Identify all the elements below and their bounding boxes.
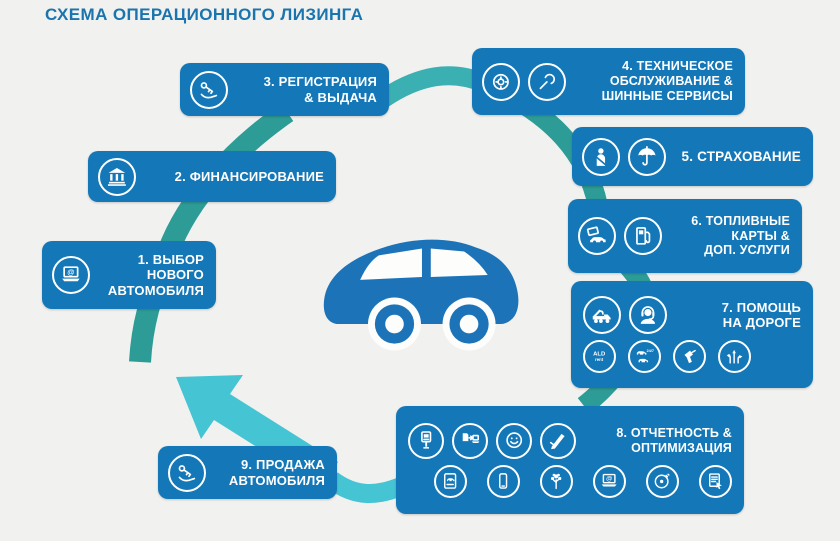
svg-text:24/7: 24/7 [647,349,654,353]
step-5-label: 5. СТРАХОВАНИЕ [681,148,801,164]
step-8-card: 8. ОТЧЕТНОСТЬ & ОПТИМИЗАЦИЯ @ [396,406,744,514]
step-9-icons [168,453,206,492]
svg-text:@: @ [606,475,612,482]
key-handover-icon [190,70,228,109]
wrench-icon [528,62,566,101]
step-2-label: 2. ФИНАНСИРОВАНИЕ [174,168,324,184]
svg-text:rent: rent [596,358,605,363]
step-5-icons [582,137,666,176]
step-8-label: 8. ОТЧЕТНОСТЬ & ОПТИМИЗАЦИЯ [616,425,732,455]
step-3-icons [190,70,228,109]
tire-icon [482,62,520,101]
svg-text:@: @ [67,267,74,276]
step-9-label: 9. ПРОДАЖА АВТОМОБИЛЯ [228,457,325,488]
doc-transfer-icon [452,422,488,459]
fuel-pump-icon [624,217,662,255]
doc-cursor-icon [699,464,732,498]
step-6-icons [578,217,662,255]
fuel-card-car-icon [578,217,616,255]
umbrella-icon [628,137,666,176]
car-icon [323,239,519,351]
step-4-icons [482,62,566,101]
step-4-label: 4. ТЕХНИЧЕСКОЕ ОБСЛУЖИВАНИЕ & ШИННЫЕ СЕР… [601,59,733,103]
step-2-card: 2. ФИНАНСИРОВАНИЕ [88,151,336,202]
laptop-email-icon: @ [593,464,626,498]
laptop-email-icon: @ [52,256,90,294]
cars-247-icon: 24/7 [628,340,661,373]
step-3-card: 3. РЕГИСТРАЦИЯ & ВЫДАЧА [180,63,389,116]
step-8-sub-icons: @ [434,464,732,498]
step-1-card: @ 1. ВЫБОР НОВОГО АВТОМОБИЛЯ [42,241,216,309]
cycle-arc-top [377,66,488,107]
step-9-card: 9. ПРОДАЖА АВТОМОБИЛЯ [158,446,337,499]
step-1-icons: @ [52,256,90,294]
page-title: СХЕМА ОПЕРАЦИОННОГО ЛИЗИНГА [45,5,364,24]
smartphone-icon [487,464,520,498]
fuel-nozzle-icon [673,340,706,373]
seatbelt-passenger-icon [582,137,620,176]
step-6-label: 6. ТОПЛИВНЫЕ КАРТЫ & ДОП. УСЛУГИ [691,213,790,258]
connector-step8-step9 [326,472,406,504]
step-1-label: 1. ВЫБОР НОВОГО АВТОМОБИЛЯ [107,252,204,298]
tree-icon [540,464,573,498]
pen-icon [540,422,576,459]
car-document-icon [434,464,467,498]
step-7-icons [583,296,667,334]
key-handover-icon [168,453,206,492]
tow-truck-icon [583,296,621,334]
svg-text:ALD: ALD [593,352,606,358]
step-4-card: 4. ТЕХНИЧЕСКОЕ ОБСЛУЖИВАНИЕ & ШИННЫЕ СЕР… [472,48,745,115]
step-6-card: 6. ТОПЛИВНЫЕ КАРТЫ & ДОП. УСЛУГИ [568,199,802,273]
step-7-label: 7. ПОМОЩЬ НА ДОРОГЕ [721,299,801,330]
step-2-icons [98,157,136,196]
route-arrows-icon [718,340,751,373]
bank-icon [98,157,136,196]
parking-meter-icon [408,422,444,459]
smiley-icon [496,422,532,459]
support-operator-icon [629,296,667,334]
cycle-arc-left [129,102,294,363]
step-8-icons [408,422,576,459]
step-3-label: 3. РЕГИСТРАЦИЯ & ВЫДАЧА [263,74,377,105]
disc-icon [646,464,679,498]
step-5-card: 5. СТРАХОВАНИЕ [572,127,813,186]
